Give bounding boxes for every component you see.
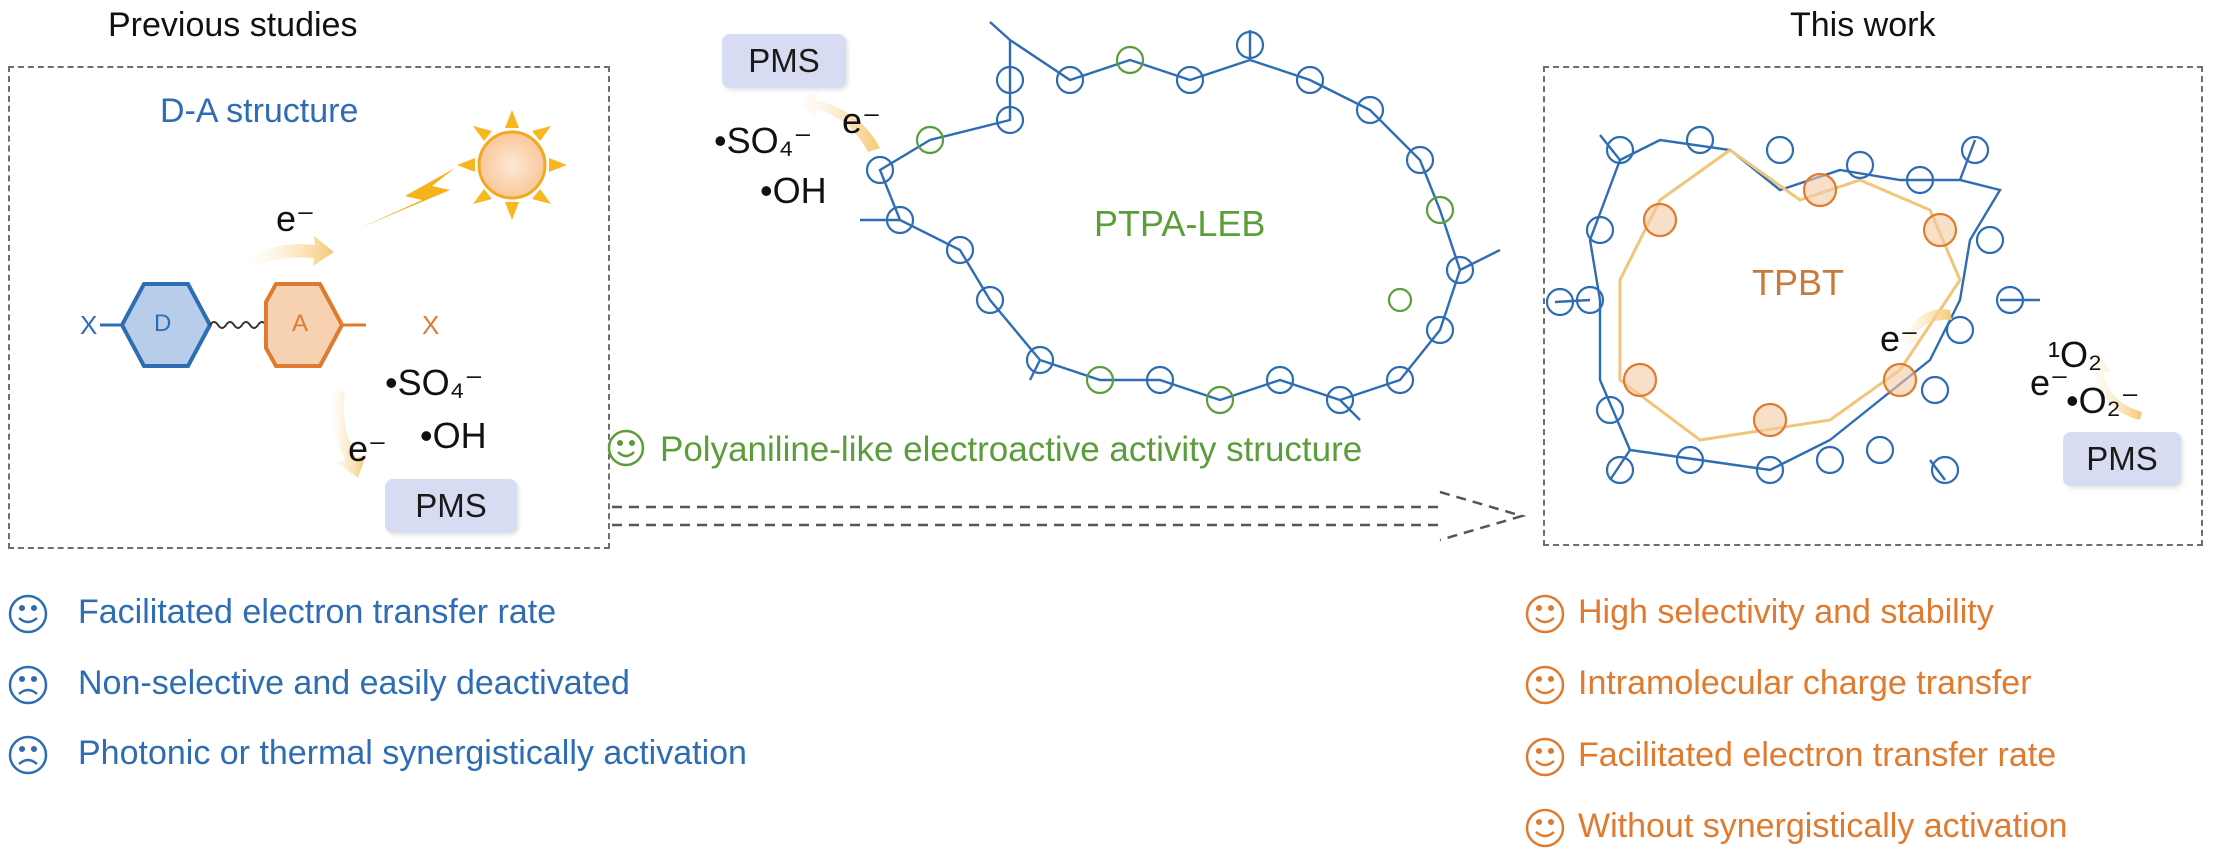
middle-caption: Polyaniline-like electroactive activity … bbox=[660, 430, 1363, 469]
pms-middle-badge: PMS bbox=[722, 34, 846, 88]
left-feature-icon-3 bbox=[8, 735, 48, 775]
electron-middle: e⁻ bbox=[842, 100, 882, 141]
radical-so4-left: •SO₄⁻ bbox=[385, 362, 484, 403]
right-feature-1: High selectivity and stability bbox=[1578, 593, 1994, 631]
tpbt-inner-electron-arrow bbox=[1898, 309, 1952, 350]
sun-icon bbox=[457, 110, 567, 220]
right-feature-icon-2 bbox=[1525, 665, 1565, 705]
tpbt-phenyl-rings bbox=[1545, 125, 2025, 485]
tpbt-label: TPBT bbox=[1752, 262, 1845, 303]
superoxide: •O₂⁻ bbox=[2066, 380, 2140, 421]
acceptor-hexagon bbox=[264, 282, 366, 368]
middle-electron-arrow bbox=[795, 92, 880, 152]
previous-studies-heading: Previous studies bbox=[108, 6, 358, 44]
electron-bottom: e⁻ bbox=[348, 428, 388, 469]
right-feature-icon-4 bbox=[1525, 808, 1565, 848]
electron-arrow-top bbox=[248, 236, 334, 268]
ptpa-leb-label: PTPA-LEB bbox=[1094, 203, 1266, 244]
middle-smile-icon bbox=[607, 429, 645, 467]
right-feature-icon-1 bbox=[1525, 594, 1565, 634]
wavy-linker bbox=[209, 321, 267, 329]
pms-right-badge: PMS bbox=[2063, 432, 2181, 486]
left-feature-icon-2 bbox=[8, 665, 48, 705]
right-feature-icon-3 bbox=[1525, 737, 1565, 777]
left-feature-1: Facilitated electron transfer rate bbox=[78, 593, 557, 631]
left-feature-2: Non-selective and easily deactivated bbox=[78, 664, 630, 702]
donor-label: D bbox=[154, 310, 172, 337]
singlet-oxygen: ¹O₂ bbox=[2048, 334, 2102, 375]
electron-tpbt-outer: e⁻ bbox=[2030, 362, 2070, 403]
left-feature-icon-1 bbox=[8, 594, 48, 634]
left-feature-3: Photonic or thermal synergistically acti… bbox=[78, 734, 747, 772]
electron-tpbt-inner: e⁻ bbox=[1880, 318, 1920, 359]
electron-arrow-bottom bbox=[329, 390, 366, 478]
da-structure-label: D-A structure bbox=[160, 92, 359, 130]
transition-arrow bbox=[612, 490, 1527, 542]
this-work-heading: This work bbox=[1790, 6, 1936, 44]
electron-top: e⁻ bbox=[276, 198, 316, 239]
right-feature-3: Facilitated electron transfer rate bbox=[1578, 736, 2057, 774]
radical-so4-middle: •SO₄⁻ bbox=[714, 120, 813, 161]
substituent-right: X bbox=[422, 310, 440, 340]
radical-oh-middle: •OH bbox=[760, 170, 827, 211]
substituent-left: X bbox=[80, 310, 98, 340]
ptpa-leb-phenyl-rings bbox=[865, 30, 1475, 415]
ptpa-leb-ring bbox=[860, 21, 1501, 421]
tpbt-outer-electron-arrow bbox=[2087, 350, 2142, 420]
right-feature-4: Without synergistically activation bbox=[1578, 807, 2068, 845]
lightning-icon bbox=[360, 168, 455, 228]
pms-left-badge: PMS bbox=[385, 479, 517, 533]
donor-hexagon bbox=[100, 282, 213, 368]
right-feature-2: Intramolecular charge transfer bbox=[1578, 664, 2032, 702]
tpbt-ring bbox=[1554, 134, 2040, 481]
radical-oh-left: •OH bbox=[420, 415, 487, 456]
this-work-box bbox=[1543, 66, 2203, 546]
acceptor-label: A bbox=[292, 310, 309, 337]
previous-studies-box bbox=[8, 66, 610, 549]
